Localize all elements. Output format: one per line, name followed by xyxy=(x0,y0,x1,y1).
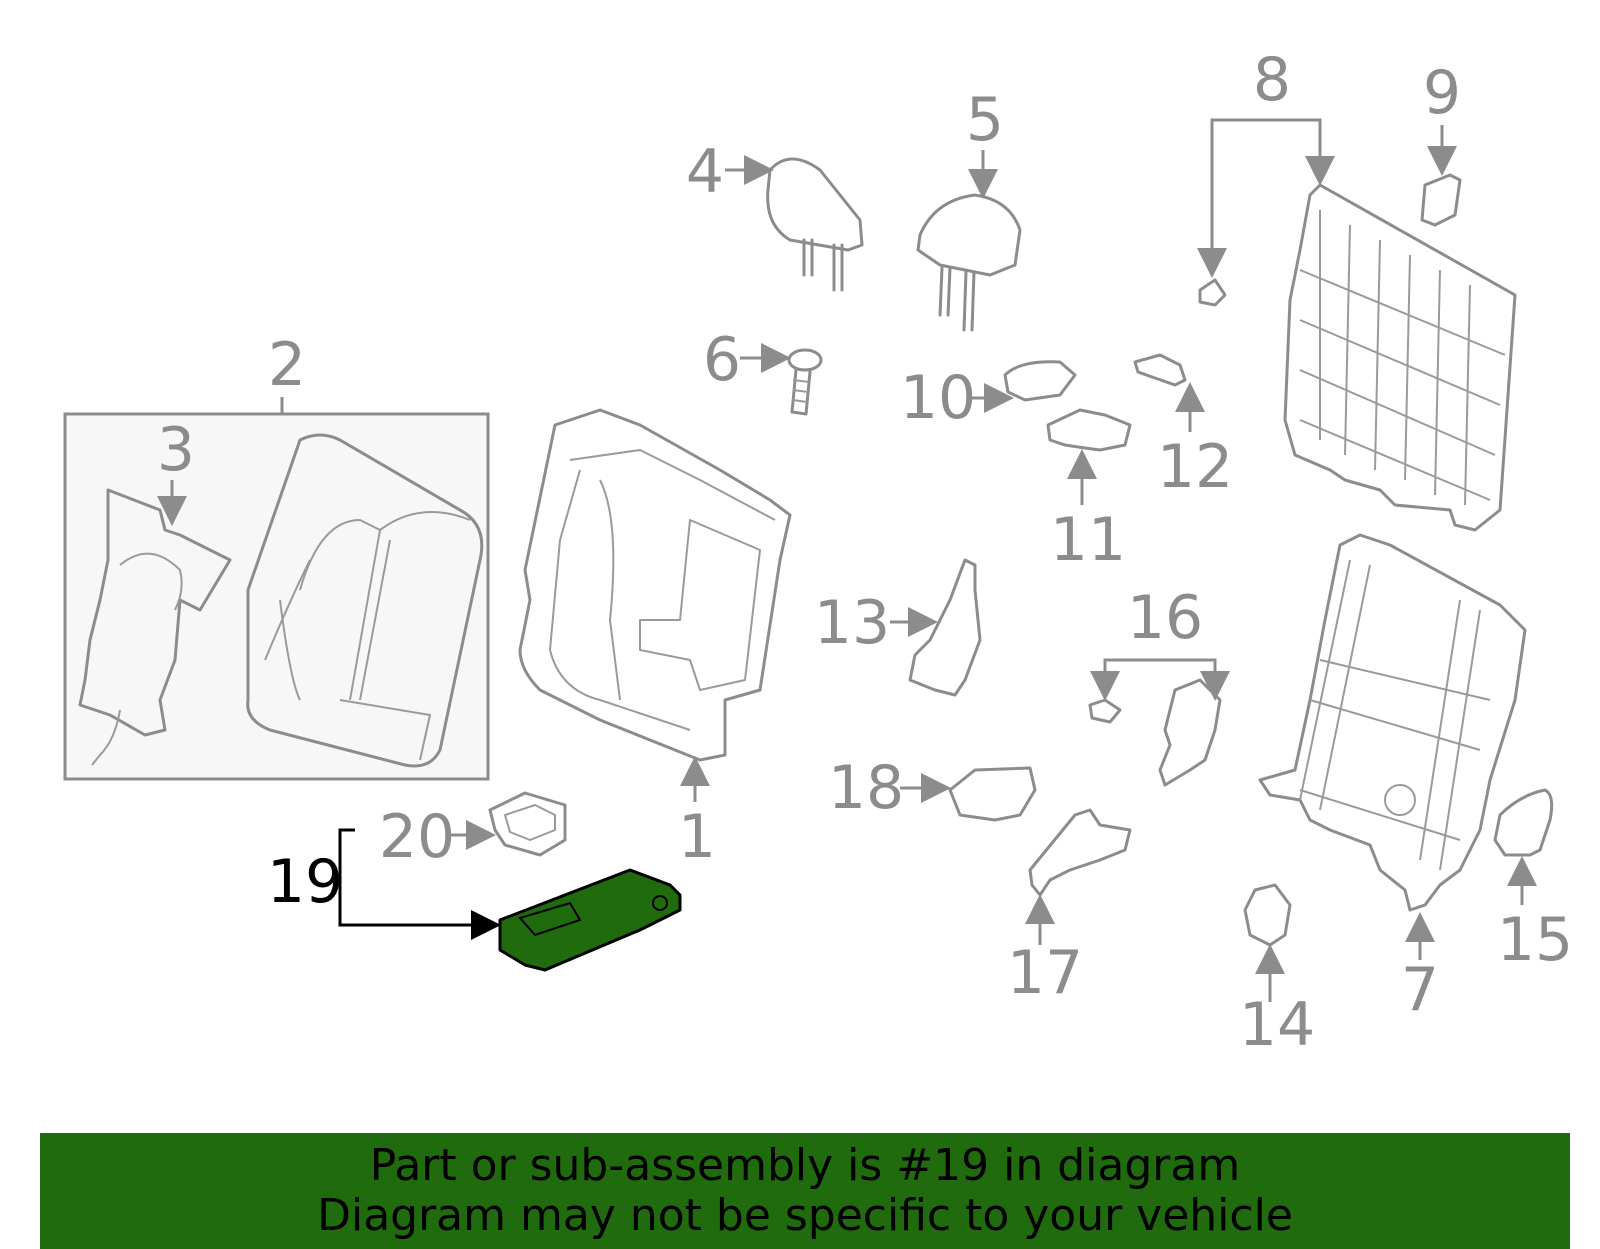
callout-19[interactable]: 19 xyxy=(267,847,343,917)
callout-2: 2 xyxy=(268,330,306,400)
callout-6: 6 xyxy=(703,325,741,395)
part-10-cover xyxy=(968,360,1077,413)
part-13-recliner-bracket xyxy=(890,558,982,697)
part-12-clip xyxy=(1133,353,1205,432)
callout-15: 15 xyxy=(1497,905,1573,975)
part-5-headrest xyxy=(916,150,1022,332)
part-info-banner: Part or sub-assembly is #19 in diagram D… xyxy=(40,1133,1570,1249)
part-4-headrest xyxy=(725,155,864,292)
part-3-seat-heater-mat xyxy=(78,480,232,766)
callout-17: 17 xyxy=(1007,938,1083,1008)
callout-13: 13 xyxy=(814,588,890,658)
callout-4: 4 xyxy=(686,137,724,207)
callout-1: 1 xyxy=(678,802,716,872)
part-2-seatback-cover-box xyxy=(63,397,490,781)
part-9-bracket xyxy=(1420,125,1462,227)
part-17-bracket xyxy=(1025,808,1132,945)
callout-7: 7 xyxy=(1401,955,1439,1025)
part-19-armrest-highlighted[interactable] xyxy=(338,828,682,972)
callout-10: 10 xyxy=(900,363,976,433)
part-20-cup-holder xyxy=(450,791,567,857)
part-6-bolt xyxy=(740,343,823,416)
callout-3: 3 xyxy=(157,415,195,485)
callout-16: 16 xyxy=(1127,583,1203,653)
part-15-cover xyxy=(1493,788,1554,905)
callout-14: 14 xyxy=(1239,990,1315,1060)
part-1-seatback-assembly xyxy=(518,408,792,802)
banner-line-disclaimer: Diagram may not be specific to your vehi… xyxy=(317,1190,1293,1241)
callout-12: 12 xyxy=(1157,432,1233,502)
callout-20: 20 xyxy=(379,802,455,872)
part-7-seatback-frame xyxy=(1258,533,1527,960)
callout-18: 18 xyxy=(828,753,904,823)
callout-labels: 1 2 3 4 5 6 7 8 9 10 11 12 13 14 15 16 1… xyxy=(157,45,1573,1060)
part-11-hinge-cover xyxy=(1046,408,1132,505)
callout-11: 11 xyxy=(1050,505,1126,575)
callout-9: 9 xyxy=(1423,58,1461,128)
part-8-seatback-board xyxy=(1197,118,1517,532)
part-18-bracket xyxy=(900,766,1037,822)
callout-5: 5 xyxy=(966,85,1004,155)
banner-line-part-number: Part or sub-assembly is #19 in diagram xyxy=(369,1140,1241,1191)
callout-8: 8 xyxy=(1253,45,1291,115)
part-14-clip xyxy=(1243,883,1292,1002)
part-16-bracket-and-clip xyxy=(1088,658,1230,787)
